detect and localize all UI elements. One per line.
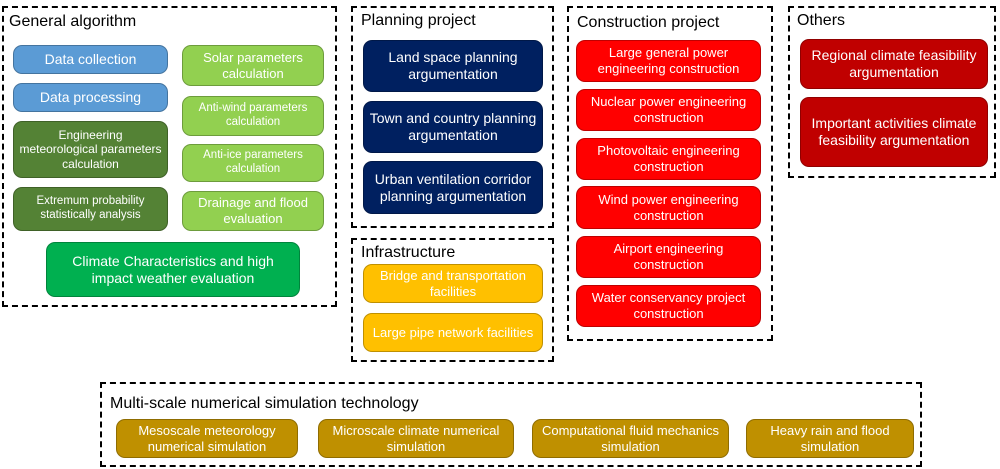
heavy-rain-simulation-box: Heavy rain and flood simulation <box>746 419 914 458</box>
data-processing-box: Data processing <box>13 83 168 112</box>
simulation-title: Multi-scale numerical simulation technol… <box>110 395 419 412</box>
anti-wind-parameters-box: Anti-wind parameters calculation <box>182 96 324 136</box>
cfd-simulation-box: Computational fluid mechanics simulation <box>532 419 729 458</box>
infrastructure-group <box>351 238 554 362</box>
land-space-planning-box: Land space planning argumentation <box>363 40 543 92</box>
others-title: Others <box>797 12 846 29</box>
town-country-planning-box: Town and country planning argumentation <box>363 101 543 153</box>
anti-ice-parameters-box: Anti-ice parameters calculation <box>182 144 324 182</box>
data-collection-box: Data collection <box>13 45 168 74</box>
climate-characteristics-box: Climate Characteristics and high impact … <box>46 242 300 297</box>
others-group <box>788 6 996 178</box>
construction-project-title: Construction project <box>577 14 720 31</box>
extremum-probability-box: Extremum probability statistically analy… <box>13 187 168 231</box>
photovoltaic-box: Photovoltaic engineering construction <box>576 138 761 180</box>
microscale-simulation-box: Microscale climate numerical simulation <box>318 419 514 458</box>
large-pipe-network-box: Large pipe network facilities <box>363 313 543 352</box>
general-algorithm-title: General algorithm <box>9 13 137 30</box>
nuclear-power-box: Nuclear power engineering construction <box>576 89 761 131</box>
planning-project-title: Planning project <box>361 12 476 29</box>
large-general-power-box: Large general power engineering construc… <box>576 40 761 82</box>
airport-engineering-box: Airport engineering construction <box>576 236 761 278</box>
construction-project-group <box>567 6 773 341</box>
simulation-group <box>100 382 922 467</box>
regional-climate-box: Regional climate feasibility argumentati… <box>800 39 988 89</box>
wind-power-box: Wind power engineering construction <box>576 186 761 229</box>
solar-parameters-box: Solar parameters calculation <box>182 45 324 86</box>
bridge-transportation-box: Bridge and transportation facilities <box>363 264 543 303</box>
important-activities-box: Important activities climate feasibility… <box>800 97 988 167</box>
infrastructure-title: Infrastructure <box>361 244 456 261</box>
drainage-flood-box: Drainage and flood evaluation <box>182 191 324 231</box>
general-algorithm-group <box>2 6 337 307</box>
mesoscale-simulation-box: Mesoscale meteorology numerical simulati… <box>116 419 298 458</box>
water-conservancy-box: Water conservancy project construction <box>576 285 761 327</box>
planning-project-group <box>351 6 554 228</box>
urban-ventilation-box: Urban ventilation corridor planning argu… <box>363 161 543 214</box>
engineering-meteorological-box: Engineering meteorological parameters ca… <box>13 121 168 178</box>
